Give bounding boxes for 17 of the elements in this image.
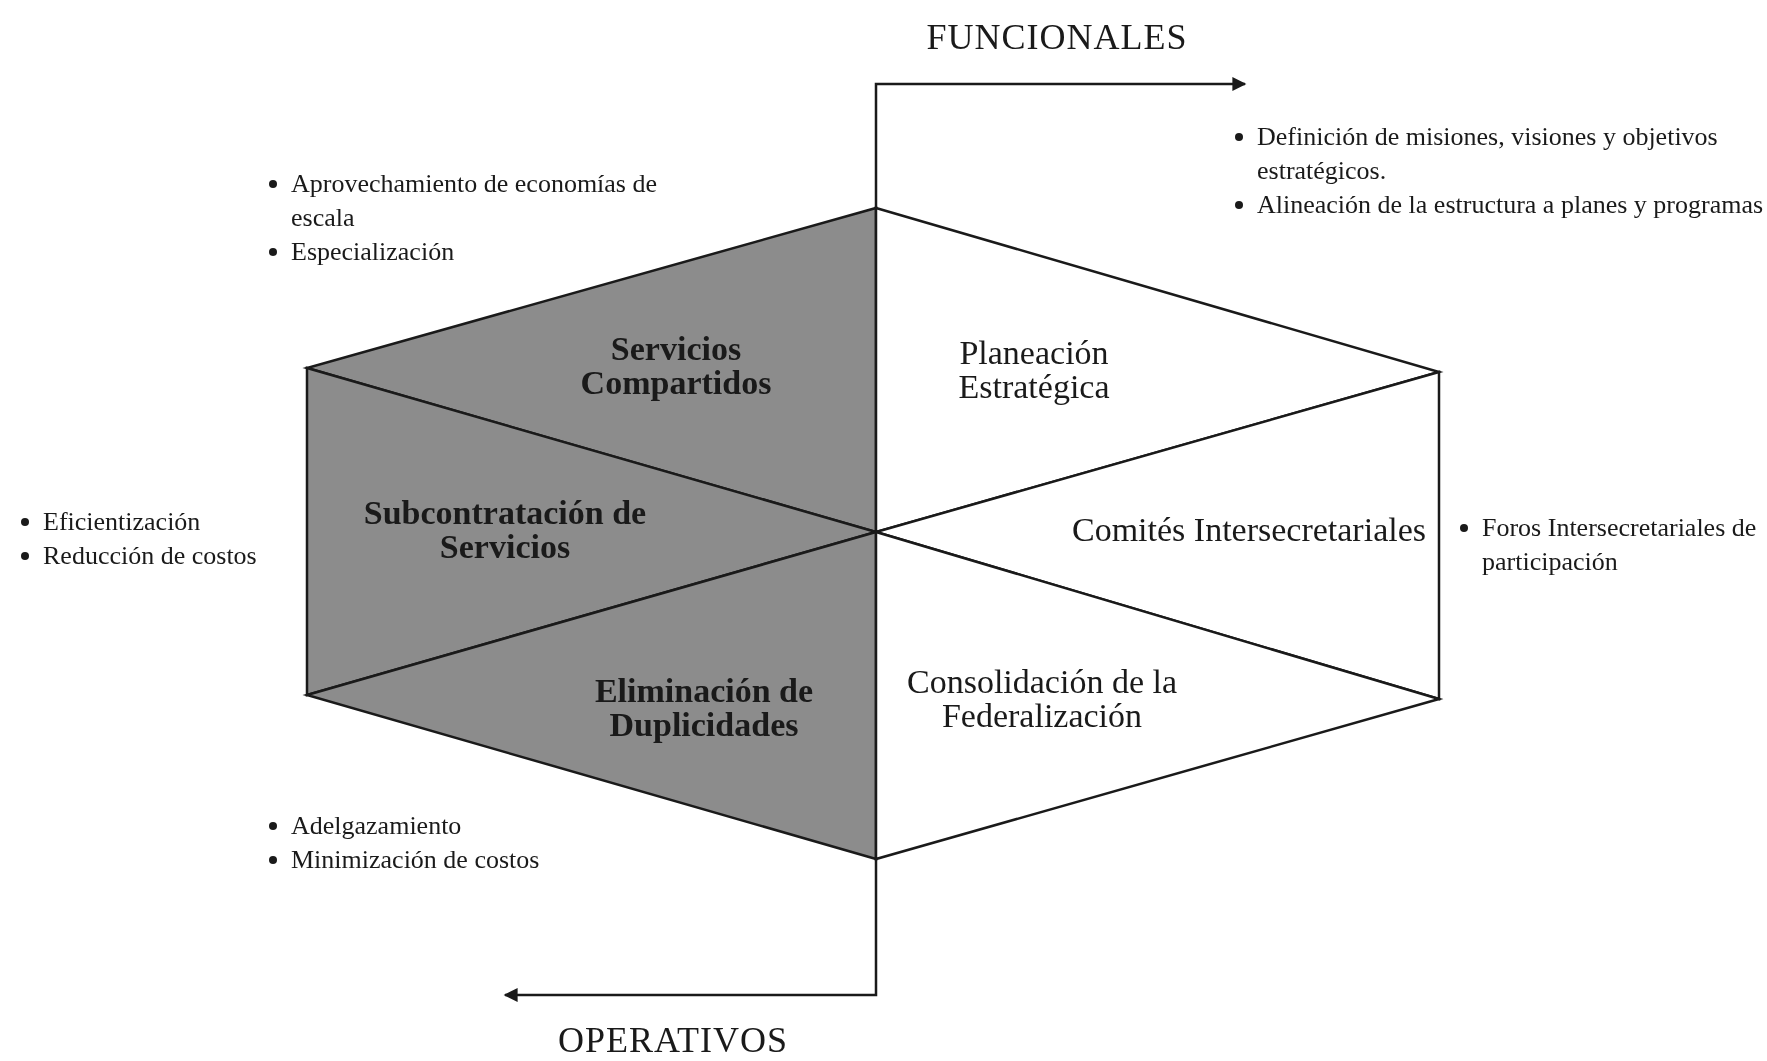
- sector-label: Servicios Compartidos: [579, 332, 773, 400]
- bullet-text: Alineación de la estructura a planes y programas: [1257, 190, 1764, 219]
- sector-label: Subcontratación de Servicios: [362, 496, 648, 564]
- bullet-text: Aprovechamiento de economías de escala: [291, 169, 658, 232]
- sector-label: Eliminación de Duplicidades: [593, 674, 815, 742]
- bullet-text: Especialización: [291, 237, 455, 266]
- axis-label: FUNCIONALES: [926, 16, 1188, 58]
- sector-label: Consolidación de la Federalización: [905, 665, 1179, 733]
- bullet-text: Eficientización: [43, 507, 201, 536]
- sector-label: Comités Intersecretariales: [1071, 513, 1427, 547]
- bullet-text: Reducción de costos: [43, 541, 257, 570]
- sector-label: Planeación Estratégica: [957, 336, 1111, 404]
- bullet-text: Definición de misiones, visiones y objetivos estratégicos.: [1257, 122, 1718, 185]
- bullet-text: Foros Intersecretariales de participación: [1482, 513, 1757, 576]
- bullet-text: Minimización de costos: [291, 845, 540, 874]
- bullet-text: Adelgazamiento: [291, 811, 462, 840]
- axis-label: OPERATIVOS: [558, 1019, 788, 1061]
